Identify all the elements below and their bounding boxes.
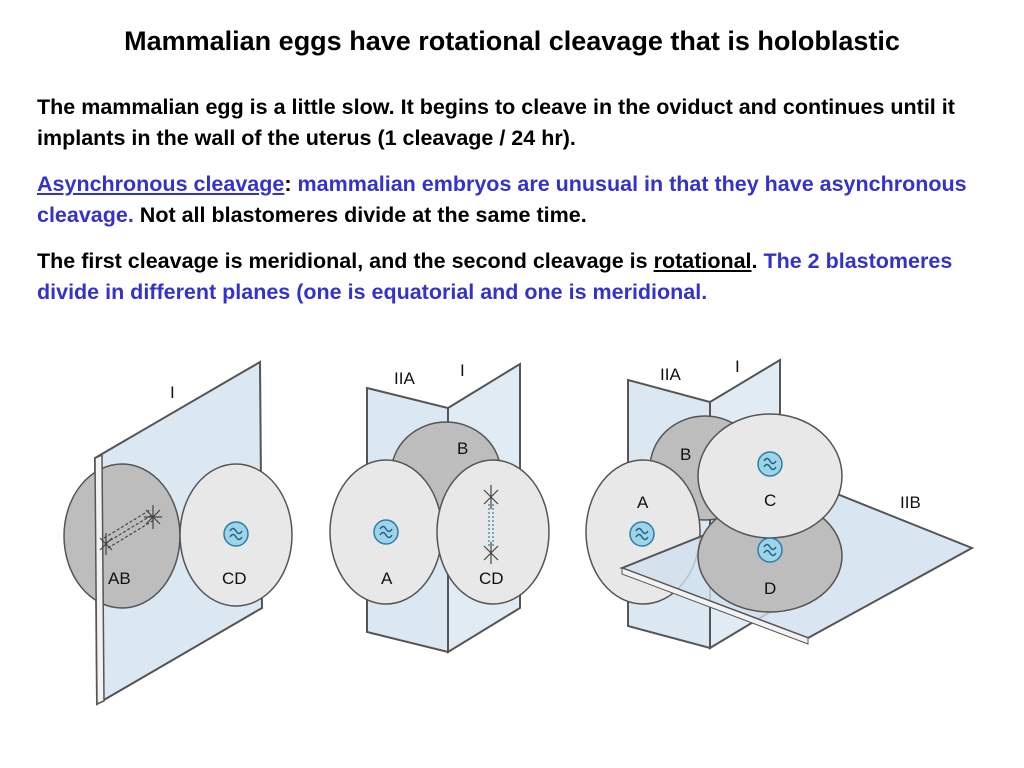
spindle-ab [99,505,162,555]
nucleus-a-icon [373,519,399,545]
label-plane-iia-3: IIA [660,365,681,384]
label-b-3: B [680,445,691,464]
paragraph-oviduct: The mammalian egg is a little slow. It b… [37,95,955,150]
asynchronous-blue-text: mammalian embryos are unusual in that th… [37,172,967,227]
label-b-2: B [457,439,468,458]
spindle-cd [483,485,499,564]
nucleus-a3-icon [629,521,655,547]
slide-title: Mammalian eggs have rotational cleavage … [124,26,900,56]
label-plane-i-3: I [735,357,740,376]
label-c: C [764,491,776,510]
rotational-text-before: The first cleavage is meridional, and th… [37,249,654,273]
rotational-term: rotational [653,249,752,273]
label-a-2: A [381,569,393,588]
panel-three-cell: IIA I B A CD [329,361,550,654]
label-cd-2: CD [479,569,504,588]
nucleus-cd-icon [223,521,249,547]
asynchronous-black-text: Not all blastomeres divide at the same t… [133,203,587,227]
label-plane-i-2: I [460,361,465,380]
nucleus-c-icon [757,451,783,477]
panel-four-cell: IIA I IIB B A C D [585,357,975,650]
label-ab: AB [108,569,131,588]
nucleus-d-icon [757,537,783,563]
panel-two-cell: I AB CD [63,360,293,706]
cleavage-diagram: I AB CD IIA I B A CD [63,357,975,706]
label-plane-i-1: I [170,383,175,402]
label-cd-1: CD [222,569,247,588]
asynchronous-term: Asynchronous cleavage [37,172,285,196]
rotational-blue-text: The 2 blastomeres divide in different pl… [37,249,953,304]
label-a-3: A [637,493,649,512]
paragraph-asynchronous: Asynchronous cleavage: mammalian embryos… [37,169,987,231]
asynchronous-colon: : [284,172,292,196]
label-plane-iia-2: IIA [394,369,415,388]
rotational-period: . [751,249,758,273]
label-d: D [764,579,776,598]
label-plane-iib: IIB [900,493,921,512]
paragraph-rotational: The first cleavage is meridional, and th… [37,246,987,308]
